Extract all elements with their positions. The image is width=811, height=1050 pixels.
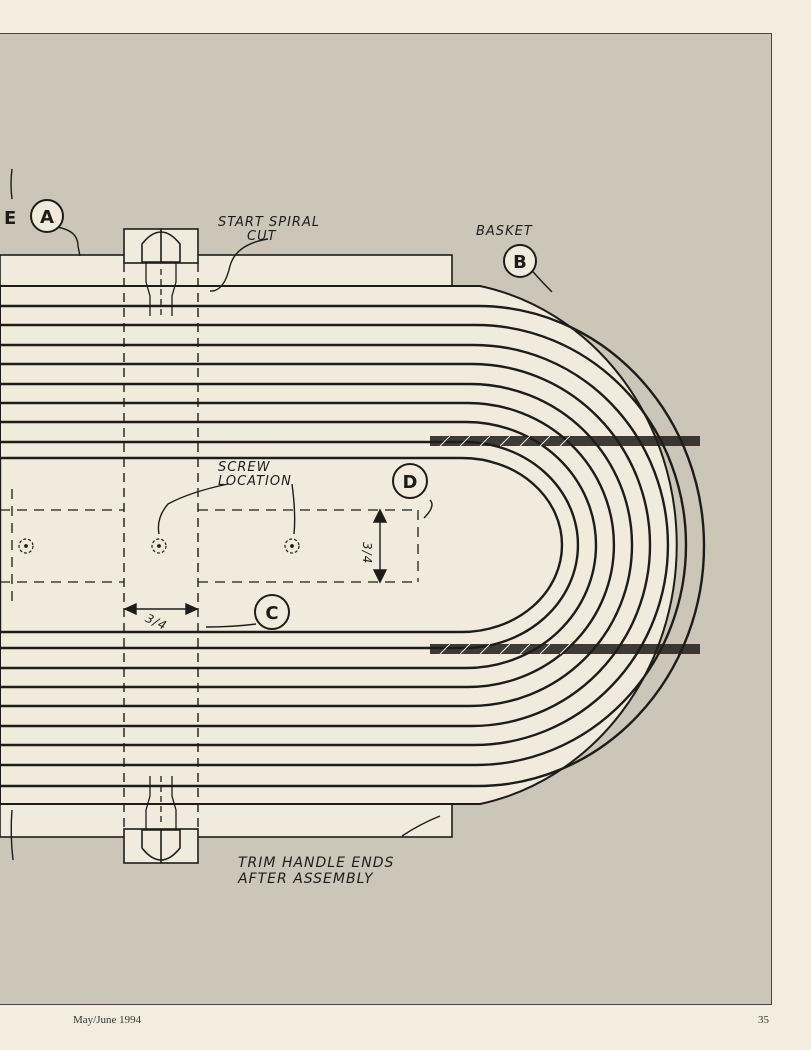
nut-bottom-icon — [141, 829, 181, 863]
figure-panel: A E B C D START SPIRAL CUT BASKET SCREW … — [0, 33, 772, 1005]
part-b-marker: B — [503, 244, 537, 278]
screw-hole-icons — [18, 538, 300, 554]
clamp-bar-hidden-lines — [123, 263, 199, 829]
screw-dashed-lines — [0, 489, 419, 604]
part-c-marker: C — [254, 594, 290, 630]
footer-page-number: 35 — [758, 1014, 769, 1026]
board-a-bottom-strip — [0, 802, 453, 838]
part-a-partial-label: E — [4, 208, 16, 229]
bolts — [145, 263, 177, 829]
vertical-dimension-label: 3/4 — [360, 542, 374, 564]
screw-label-2: LOCATION — [218, 474, 292, 489]
part-d-marker: D — [392, 463, 428, 499]
left-edge-marks — [10, 168, 14, 861]
hatching-bottom — [439, 643, 571, 655]
trim-label: TRIM HANDLE ENDS — [238, 855, 394, 871]
start-spiral-label-2: CUT — [247, 229, 277, 244]
horizontal-dimension — [123, 602, 199, 616]
part-d-label: D — [403, 472, 418, 493]
hatching-top — [439, 435, 571, 447]
part-a-label: A — [40, 207, 54, 228]
nut-top-icon — [141, 229, 181, 263]
footer-issue-date: May/June 1994 — [73, 1014, 142, 1026]
part-c-label: C — [265, 603, 278, 624]
part-b-label: B — [513, 252, 527, 273]
screw-label: SCREW — [218, 460, 271, 475]
start-spiral-label: START SPIRAL — [218, 215, 320, 230]
board-d-inner — [0, 456, 564, 634]
basket-label: BASKET — [476, 224, 533, 239]
leader-lines — [55, 226, 553, 837]
spiral-rings — [0, 304, 706, 788]
part-a-marker: A — [30, 199, 64, 233]
basket-jig-drawing: A E B C D START SPIRAL CUT BASKET SCREW … — [0, 168, 706, 887]
vertical-dimension — [372, 508, 388, 584]
trim-label-2: AFTER ASSEMBLY — [237, 871, 374, 887]
